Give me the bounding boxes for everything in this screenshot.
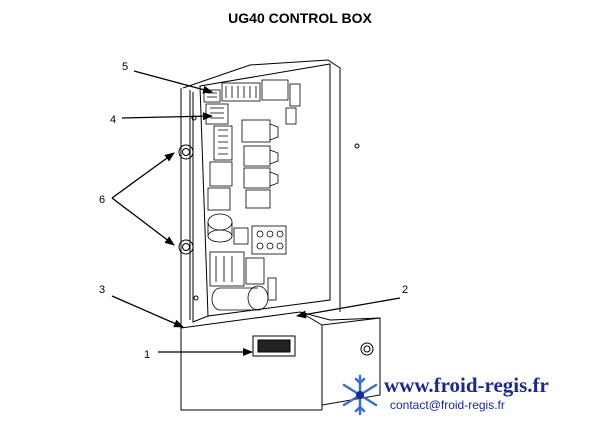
watermark-contact: contact@froid-regis.fr	[390, 398, 505, 412]
arrow-icon	[111, 295, 184, 328]
diagram-title: UG40 CONTROL BOX	[228, 10, 372, 26]
callout-1: 1	[144, 349, 150, 361]
arrow-icon	[111, 197, 175, 246]
callout-3: 3	[99, 284, 105, 296]
callout-5: 5	[122, 61, 128, 73]
callout-4: 4	[110, 114, 116, 126]
callout-arrows	[111, 70, 401, 356]
arrow-icon	[133, 70, 213, 94]
arrow-icon	[111, 152, 175, 199]
enclosure	[178, 59, 381, 411]
watermark-site: www.froid-regis.fr	[384, 373, 549, 397]
callout-6: 6	[99, 194, 105, 206]
arrow-icon	[296, 297, 401, 319]
arrow-icon	[121, 112, 213, 121]
callout-2: 2	[402, 284, 408, 296]
snowflake-logo-icon	[342, 374, 378, 416]
circuit-board-components	[203, 79, 301, 311]
